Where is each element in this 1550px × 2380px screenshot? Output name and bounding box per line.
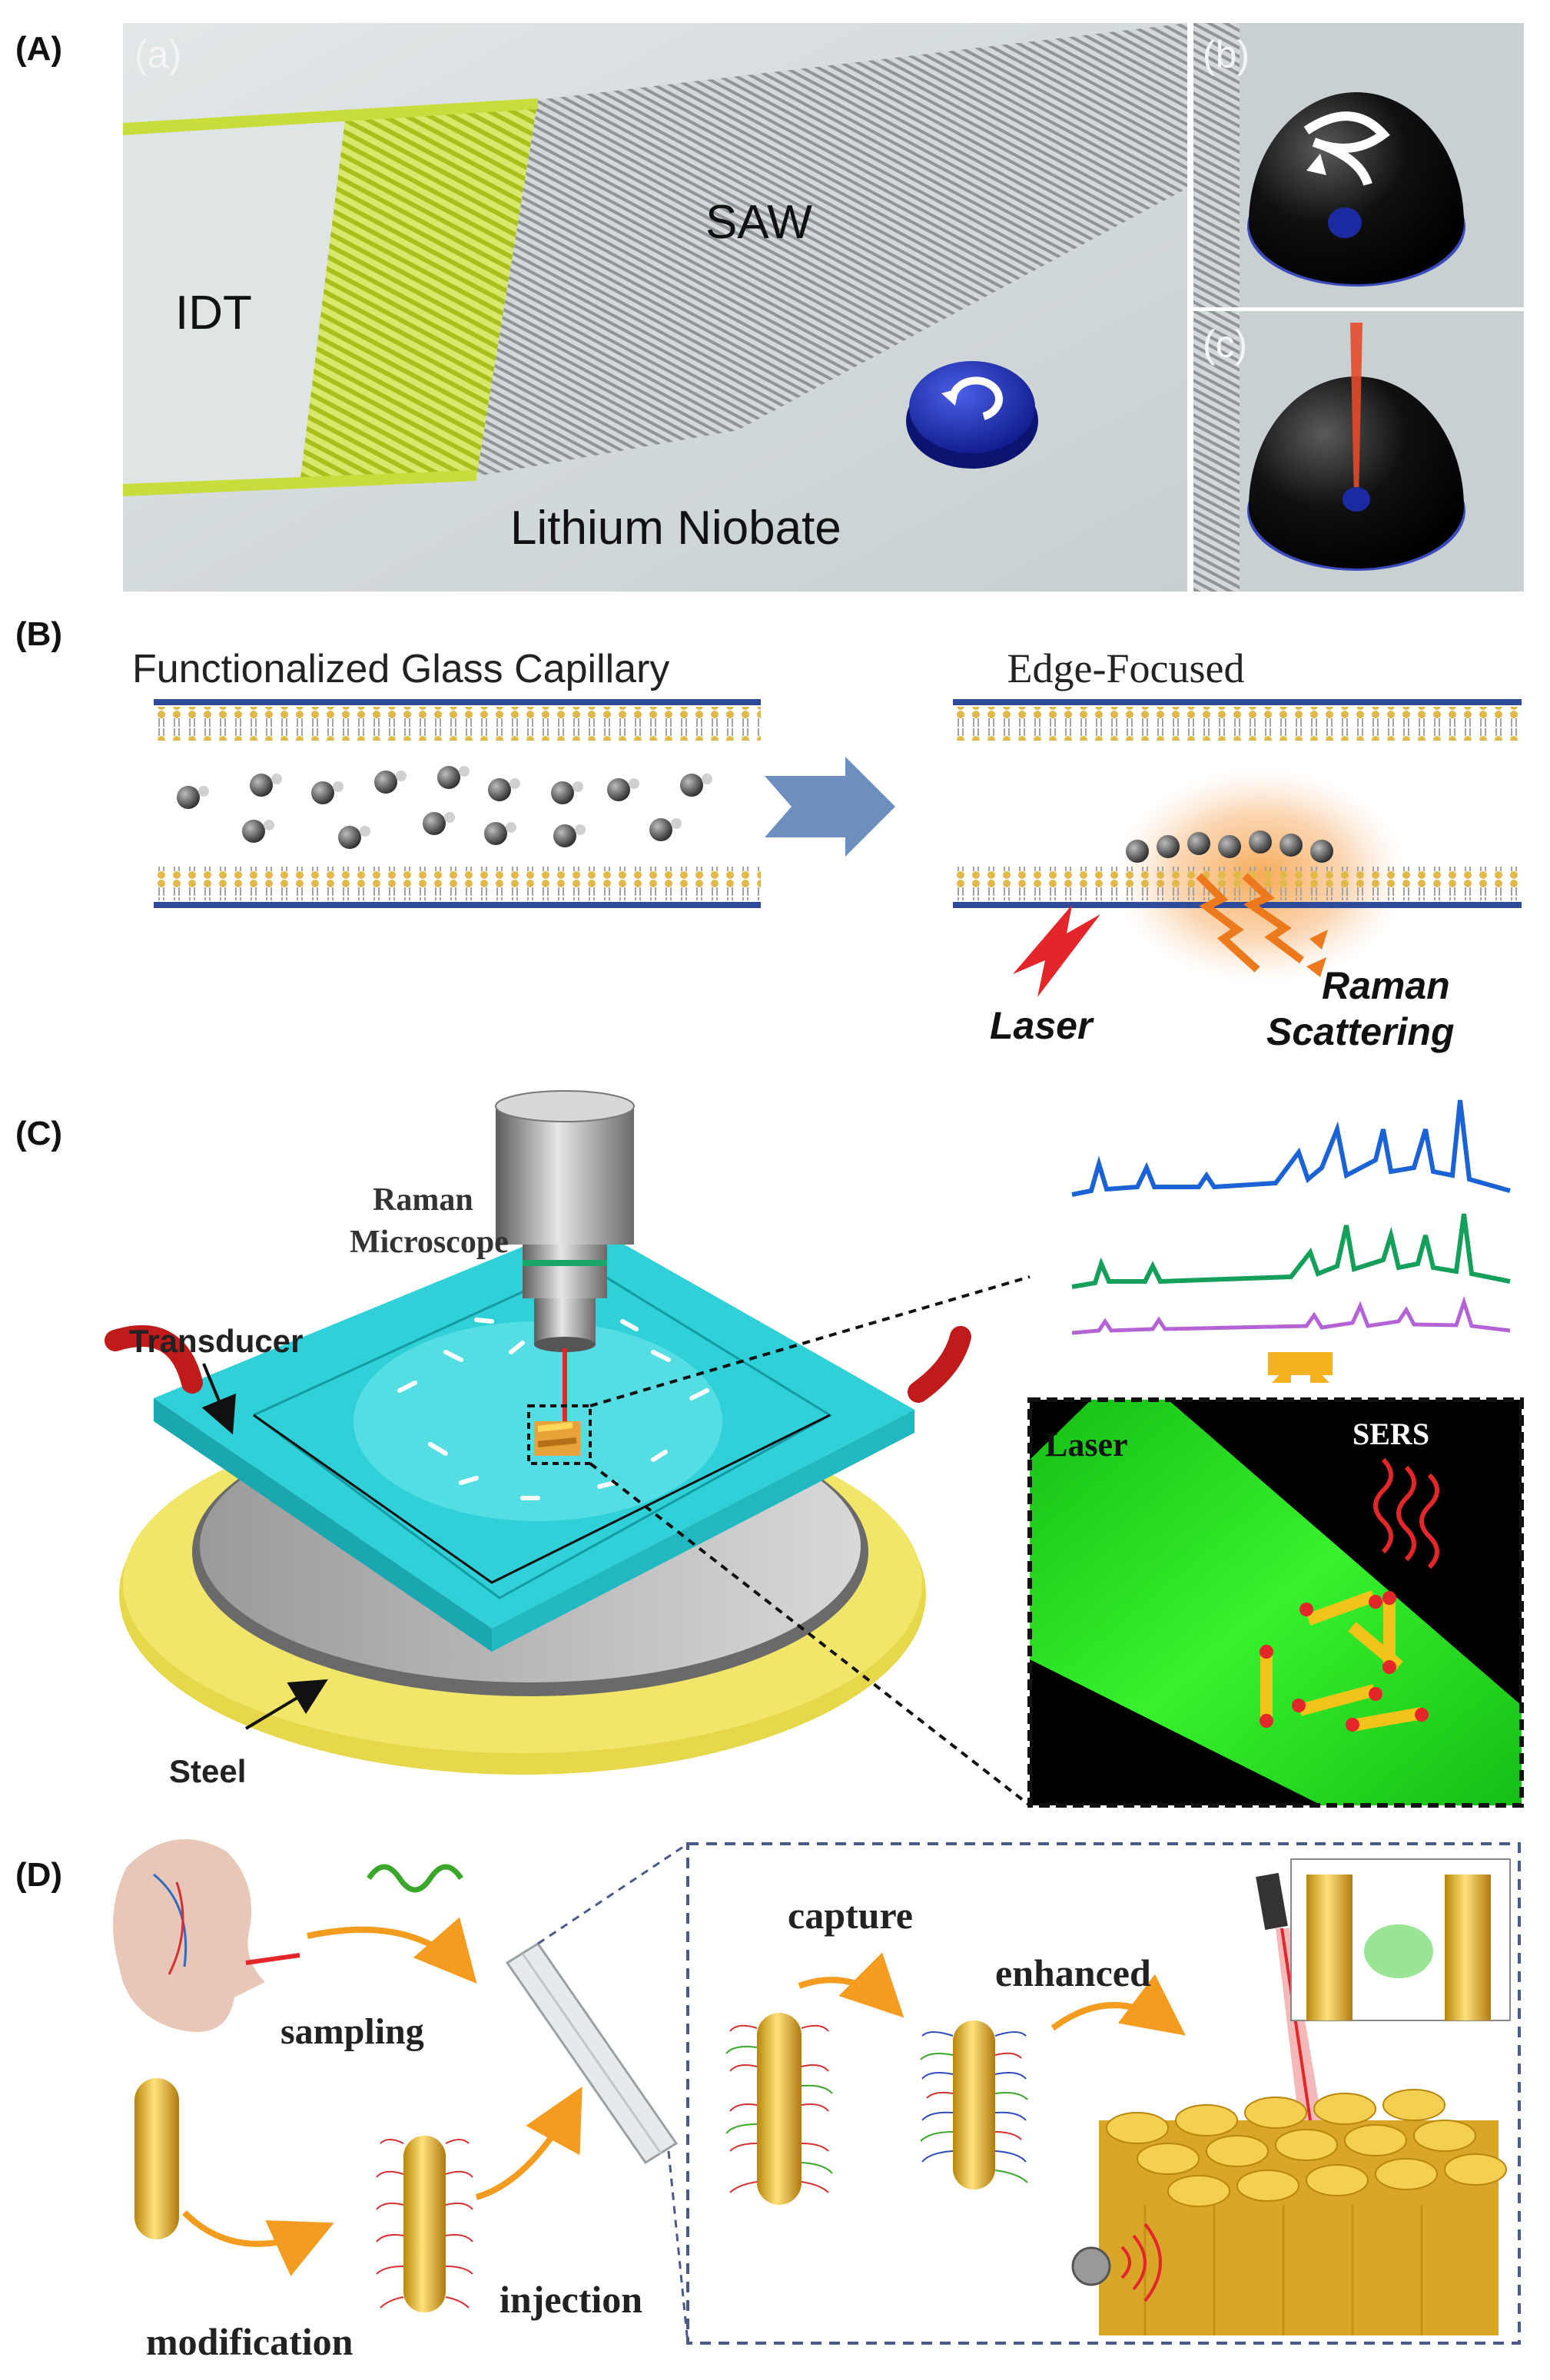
- panel-b: (B) Functionalized Glass Capillary Edge-…: [15, 615, 1522, 1053]
- panel-d: (D) sampling: [15, 1839, 1521, 2363]
- molecule-cluster: [1364, 1924, 1433, 1978]
- sampling-label: sampling: [280, 2011, 424, 2052]
- functionalized-capillary-title: Functionalized Glass Capillary: [132, 647, 669, 691]
- sers-wave-icon: [1373, 1457, 1439, 1570]
- edge-focused-title: Edge-Focused: [1007, 645, 1245, 691]
- panel-b-label: (B): [15, 615, 62, 653]
- modified-gold-rod: [376, 2136, 473, 2312]
- modification-label: modification: [146, 2320, 353, 2363]
- laser-label-b: Laser: [990, 1004, 1094, 1047]
- raman-label-c: Raman: [373, 1182, 473, 1218]
- probe-rod-2: [920, 2020, 1028, 2189]
- saw-wave-pattern: [476, 23, 1187, 476]
- enhanced-label: enhanced: [995, 1951, 1151, 1994]
- transducer-label: Transducer: [129, 1323, 303, 1359]
- subpanel-b-label: (b): [1203, 33, 1250, 76]
- molecules-focused: [1126, 830, 1333, 863]
- droplet: [906, 361, 1038, 469]
- raman-spectra: [1071, 1099, 1511, 1335]
- hotspot-inset: [1290, 1858, 1511, 2021]
- transition-arrow-icon: [765, 757, 895, 857]
- microscope-label-c: Microscope: [350, 1225, 509, 1260]
- capillary-left: [154, 699, 761, 908]
- panel-a: (A) (a) IDT SAW Lithium Niobate: [15, 23, 1524, 592]
- injection-arrow: [475, 2086, 582, 2200]
- sers-nanorods: [1260, 1590, 1429, 1732]
- focused-beam: [1350, 323, 1362, 499]
- head-illustration: [113, 1839, 300, 2032]
- sers-inset: Laser SERS: [1027, 1397, 1524, 1808]
- gold-nanorod-array: [1099, 2089, 1507, 2335]
- particles: [397, 1318, 709, 1500]
- spectrum-blue: [1071, 1099, 1511, 1197]
- sample-wave-icon: [367, 1864, 463, 1893]
- panel-a-main-image: (a) IDT SAW Lithium Niobate: [123, 23, 1187, 592]
- steel-pointer: [244, 1679, 328, 1730]
- plain-gold-rod: [134, 2078, 179, 2239]
- raman-label-b: Raman: [1322, 964, 1450, 1007]
- subpanel-c-label: (c): [1203, 323, 1247, 366]
- detector: [1071, 2223, 1162, 2302]
- rotation-arrow-icon: [948, 376, 1003, 420]
- idt-top-bus: [123, 98, 538, 135]
- molecules-left: [177, 766, 712, 849]
- transducer-pointer: [201, 1363, 236, 1435]
- sers-laser-beam: [1030, 1400, 1522, 1805]
- capillary-tube: [505, 1941, 679, 2165]
- lithium-niobate-label: Lithium Niobate: [510, 502, 841, 555]
- scattering-label-b: Scattering: [1266, 1010, 1455, 1053]
- enhanced-arrow: [1050, 1974, 1186, 2036]
- laser-bolt-icon: [1013, 905, 1100, 997]
- capture-label: capture: [788, 1894, 913, 1937]
- capture-arrow: [798, 1952, 904, 2018]
- sers-label: SERS: [1353, 1417, 1429, 1451]
- zoom-box: [527, 1404, 592, 1465]
- zoom-box-d: [686, 1842, 1521, 2345]
- raman-microscope: [495, 1090, 635, 1352]
- panel-d-label: (D): [15, 1856, 62, 1894]
- outlet-tube: [908, 1326, 971, 1403]
- laser-pen: [1256, 1872, 1322, 2121]
- panel-a-inset-b: (b): [1193, 23, 1524, 307]
- steel-label: Steel: [169, 1753, 246, 1789]
- idt-label: IDT: [175, 287, 252, 340]
- spectrum-purple: [1071, 1295, 1511, 1335]
- idt-bottom-bus: [123, 470, 476, 496]
- raman-scatter-arrow-icon: [1196, 873, 1260, 973]
- saw-label: SAW: [705, 196, 812, 249]
- panel-a-label: (A): [15, 30, 62, 68]
- capillary-right: [953, 699, 1522, 997]
- spiral-arrow-icon: [1303, 111, 1390, 186]
- gold-rod-cluster: [534, 1421, 580, 1456]
- idt-fingers: [300, 100, 538, 484]
- probe-rod-1: [725, 2013, 833, 2205]
- panel-a-inset-c: (c): [1193, 311, 1524, 592]
- injection-label: injection: [500, 2278, 642, 2321]
- inlet-tube: [105, 1325, 203, 1394]
- sampling-arrow: [307, 1917, 477, 1984]
- spectrum-green: [1071, 1213, 1511, 1289]
- panel-c: (C): [15, 1090, 1524, 1808]
- subpanel-a-label: (a): [134, 33, 181, 76]
- panel-c-label: (C): [15, 1115, 62, 1152]
- modification-arrow: [182, 2210, 334, 2276]
- laser-label-c: Laser: [1045, 1426, 1128, 1463]
